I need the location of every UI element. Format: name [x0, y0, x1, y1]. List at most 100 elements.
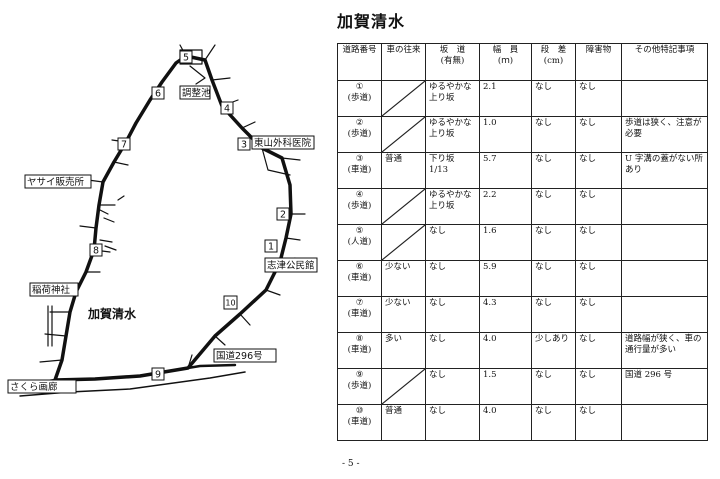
cell-width: 5.7	[479, 152, 532, 189]
cell-traffic	[381, 188, 426, 225]
svg-text:6: 6	[155, 89, 161, 100]
header-step: 段 差 (cm)	[531, 43, 576, 81]
cell-obstacle: なし	[575, 404, 622, 441]
cell-traffic: 少ない	[381, 260, 426, 297]
road-table: 道路番号 車の往来 坂 道 (有無) 幅 員 (ｍ) 段 差 (cm) 障害物 …	[337, 43, 708, 441]
header-slope: 坂 道 (有無)	[425, 43, 480, 81]
road-type: (車道)	[347, 165, 372, 175]
svg-text:7: 7	[121, 140, 127, 151]
road-number: ①	[355, 82, 364, 92]
cell-width: 2.1	[479, 80, 532, 117]
cell-road-number: ④(歩道)	[337, 188, 382, 225]
road-type: (車道)	[347, 309, 372, 319]
cell-step: なし	[531, 404, 576, 441]
marker-4: 4	[220, 101, 234, 115]
svg-text:1: 1	[268, 242, 274, 253]
road-type: (歩道)	[347, 381, 372, 391]
svg-text:9: 9	[155, 370, 161, 381]
cell-obstacle: なし	[575, 152, 622, 189]
marker-2: 2	[276, 207, 290, 221]
page-number: - 5 -	[342, 459, 360, 469]
road-type: (歩道)	[347, 201, 372, 211]
cell-width: 1.5	[479, 368, 532, 405]
cell-traffic: 普通	[381, 404, 426, 441]
road-type: (人道)	[347, 237, 372, 247]
header-width: 幅 員 (ｍ)	[479, 43, 532, 81]
cell-notes	[621, 224, 708, 261]
cell-step: なし	[531, 368, 576, 405]
label-higashiyama: 東山外科医院	[254, 137, 312, 149]
cell-slope: なし	[425, 224, 480, 261]
cell-notes	[621, 260, 708, 297]
marker-10: 10	[223, 295, 238, 310]
marker-3: 3	[237, 137, 251, 151]
header-num: 道路番号	[337, 43, 382, 81]
label-sakura: さくら画廊	[10, 381, 58, 393]
header-notes: その他特記事項	[621, 43, 708, 81]
cell-step: なし	[531, 188, 576, 225]
cell-road-number: ⑨(歩道)	[337, 368, 382, 405]
cell-traffic	[381, 116, 426, 153]
cell-width: 1.0	[479, 116, 532, 153]
road-number: ⑥	[355, 262, 364, 272]
marker-8: 8	[89, 243, 103, 257]
road-type: (歩道)	[347, 93, 372, 103]
cell-slope: なし	[425, 260, 480, 297]
cell-width: 2.2	[479, 188, 532, 225]
cell-road-number: ⑥(車道)	[337, 260, 382, 297]
cell-notes: U 字溝の蓋がない所あり	[621, 152, 708, 189]
cell-notes: 国道 296 号	[621, 368, 708, 405]
cell-slope: ゆるやかな上り坂	[425, 188, 480, 225]
marker-9: 9	[151, 367, 165, 381]
cell-width: 4.0	[479, 332, 532, 369]
cell-traffic	[381, 368, 426, 405]
cell-width: 4.0	[479, 404, 532, 441]
cell-width: 1.6	[479, 224, 532, 261]
page-title: 加賀清水	[337, 12, 406, 31]
cell-width: 5.9	[479, 260, 532, 297]
header-traffic: 車の往来	[381, 43, 426, 81]
cell-slope: なし	[425, 296, 480, 333]
header-obstacle: 障害物	[575, 43, 622, 81]
cell-slope: なし	[425, 404, 480, 441]
cell-road-number: ⑩(車道)	[337, 404, 382, 441]
cell-traffic	[381, 224, 426, 261]
cell-road-number: ⑤(人道)	[337, 224, 382, 261]
svg-text:2: 2	[280, 210, 286, 221]
route-loop	[53, 54, 293, 382]
cell-obstacle: なし	[575, 80, 622, 117]
cell-traffic	[381, 80, 426, 117]
cell-road-number: ①(歩道)	[337, 80, 382, 117]
road-number: ⑦	[355, 298, 364, 308]
road-number: ⑤	[355, 226, 364, 236]
cell-step: なし	[531, 152, 576, 189]
diagonal-slash	[382, 117, 425, 152]
cell-step: なし	[531, 296, 576, 333]
cell-step: なし	[531, 224, 576, 261]
diagonal-slash	[382, 189, 425, 224]
road-type: (歩道)	[347, 129, 372, 139]
label-shitsu: 志津公民館	[267, 260, 315, 272]
cell-slope: 下り坂 1/13	[425, 152, 480, 189]
marker-6: 6	[151, 86, 165, 100]
cell-road-number: ③(車道)	[337, 152, 382, 189]
cell-road-number: ②(歩道)	[337, 116, 382, 153]
road-type: (車道)	[347, 417, 372, 427]
cell-width: 4.3	[479, 296, 532, 333]
cell-traffic: 少ない	[381, 296, 426, 333]
cell-slope: ゆるやかな上り坂	[425, 116, 480, 153]
road-number: ④	[355, 190, 364, 200]
svg-text:10: 10	[225, 299, 235, 308]
cell-notes	[621, 80, 708, 117]
diagonal-slash	[382, 81, 425, 116]
label-inari: 稲荷神社	[32, 284, 71, 296]
